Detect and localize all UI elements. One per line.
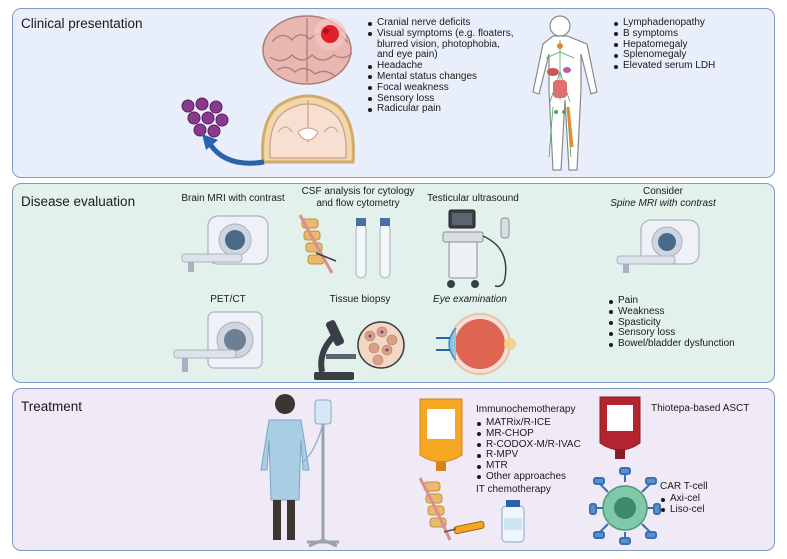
symptom-item: Radicular pain [367,104,514,115]
symptom-item: Elevated serum LDH [613,60,715,72]
blood-bag-illustration [599,396,641,459]
regimen-item: Other approaches [476,471,581,483]
mri-scanner-illustration [181,215,269,272]
car-t-product-item: Axi-cel [660,493,704,505]
symptom-item: Cranial nerve deficits [367,17,514,29]
symptom-item: Hepatomegaly [613,39,715,51]
spine-symptom-item: Sensory loss [608,328,735,339]
pet-ct-scanner-illustration [173,311,263,372]
consider-label: Consider [642,186,684,197]
brain-tumor-illustration [262,15,353,85]
spine-symptom-item: Bowel/bladder dysfunction [608,338,735,350]
eye-anatomy-illustration [436,313,516,375]
spine-symptoms-list: Pain Weakness Spasticity Sensory loss Bo… [608,295,735,350]
symptom-item: B symptoms [613,28,715,40]
curved-arrow-icon [202,134,265,166]
csf-analysis-label-line2: and flow cytometry [316,198,400,209]
ultrasound-machine-illustration [442,209,510,288]
patient-with-iv-illustration [260,394,339,548]
regimen-item: R-MPV [476,450,581,461]
car-t-cell-title: CAR T-cell [660,481,708,492]
regimen-item: MATRix/R-ICE [476,417,581,429]
tissue-sample-icon [357,321,405,369]
intrathecal-injection-illustration [418,477,525,543]
pet-ct-label: PET/CT [210,294,246,305]
regimen-item: R-CODOX-M/R-IVAC [476,439,581,451]
regimen-item: MR-CHOP [476,428,581,440]
spine-symptom-item: Pain [608,295,735,307]
lumbar-puncture-illustration [298,214,337,274]
csf-tubes-icon [355,218,391,279]
symptom-item: Mental status changes [367,71,514,83]
asct-label: Thiotepa-based ASCT [651,403,750,414]
treatment-title: Treatment [21,399,83,414]
symptom-item: Focal weakness [367,82,514,94]
neuro-symptoms-list: Cranial nerve deficits Visual symptoms (… [367,17,514,115]
lymphoma-cells-illustration [181,97,229,138]
symptom-item-continued: blurred vision, photophobia, [377,38,500,50]
tissue-biopsy-label: Tissue biopsy [329,294,391,305]
car-t-cell-illustration [589,467,661,545]
systemic-symptoms-list: Lymphadenopathy B symptoms Hepatomegaly … [613,17,715,72]
symptom-item: Lymphadenopathy [613,17,715,29]
disease-evaluation-title: Disease evaluation [21,194,136,209]
symptom-item: Headache [367,60,514,72]
treatment-panel: Treatment [12,388,775,551]
brain-coronal-illustration [261,94,355,164]
testicular-ultrasound-label: Testicular ultrasound [427,193,519,204]
car-t-product-item: Liso-cel [660,504,704,516]
symptom-item: Sensory loss [367,93,514,105]
csf-analysis-label-line1: CSF analysis for cytology [301,186,415,197]
symptom-item: Visual symptoms (e.g. floaters, [367,28,514,40]
symptom-item: Splenomegaly [613,50,715,61]
immunochemotherapy-title: Immunochemotherapy [476,404,576,415]
symptom-item-continued: and eye pain) [377,49,438,61]
spine-symptom-item: Spasticity [608,317,735,329]
chemotherapy-bag-illustration [419,398,463,471]
spine-symptom-item: Weakness [608,306,735,318]
it-chemotherapy-label: IT chemotherapy [476,484,551,495]
spine-mri-scanner-illustration [616,219,700,273]
immunochemotherapy-regimens-list: MATRix/R-ICE MR-CHOP R-CODOX-M/R-IVAC R-… [476,417,581,483]
microscope-illustration [314,320,356,380]
human-body-illustration [532,15,598,171]
eye-examination-label: Eye examination [433,294,507,305]
clinical-presentation-panel: Clinical presentation [12,8,775,178]
brain-mri-label: Brain MRI with contrast [181,193,285,204]
regimen-item: MTR [476,460,581,472]
car-t-cell-products-list: Axi-cel Liso-cel [660,493,704,516]
spine-mri-label: Spine MRI with contrast [610,198,716,209]
clinical-presentation-title: Clinical presentation [21,16,143,31]
